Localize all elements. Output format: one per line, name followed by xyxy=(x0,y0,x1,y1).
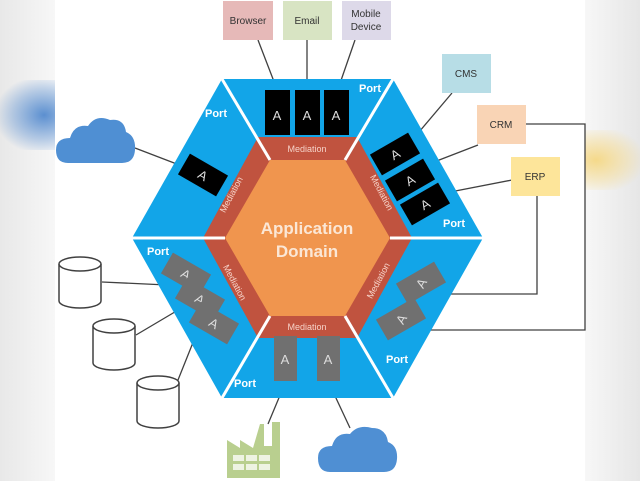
adapters-bottom: A A xyxy=(274,336,340,381)
adapter[interactable]: A xyxy=(295,90,320,135)
background-blob-right xyxy=(585,130,640,190)
core-label: Application Domain xyxy=(261,219,354,261)
port-label-bottom-left: Port xyxy=(234,378,256,390)
adapters-upper-right: A A A xyxy=(369,132,451,226)
client-email[interactable]: Email xyxy=(283,1,332,40)
adapter[interactable]: A xyxy=(399,182,451,226)
svg-text:A: A xyxy=(332,108,341,123)
adapter[interactable]: A xyxy=(274,336,297,381)
port-label-right-upper: Port xyxy=(443,218,465,230)
background-blob-left xyxy=(0,80,55,150)
svg-text:CRM: CRM xyxy=(490,120,513,131)
adapters-lower-right: A A xyxy=(375,261,447,341)
factory-icon xyxy=(227,422,280,478)
databases xyxy=(58,256,180,429)
database-icon xyxy=(92,318,136,371)
database-icon xyxy=(136,375,180,429)
cloud-icon xyxy=(318,426,398,472)
svg-text:A: A xyxy=(324,352,333,367)
port-label-left-lower: Port xyxy=(147,246,169,258)
svg-text:Device: Device xyxy=(351,22,382,33)
line-crm xyxy=(433,144,479,163)
svg-text:CMS: CMS xyxy=(455,69,478,80)
mediation-label-bottom: Mediation xyxy=(287,322,326,332)
system-cms[interactable]: CMS xyxy=(442,54,491,93)
svg-text:Mobile: Mobile xyxy=(351,9,381,20)
svg-text:A: A xyxy=(281,352,290,367)
port-labels: Port Port Port Port Port Port xyxy=(147,83,465,390)
core-hexagon xyxy=(225,160,390,316)
dividers xyxy=(132,78,483,399)
core-label-line1: Application xyxy=(261,219,354,238)
core-label-line2: Domain xyxy=(276,242,338,261)
client-browser[interactable]: Browser xyxy=(223,1,273,40)
database-icon xyxy=(58,256,102,309)
cloud-icon xyxy=(56,118,136,163)
adapter[interactable]: A xyxy=(375,297,427,341)
adapter[interactable]: A xyxy=(188,301,240,345)
adapter[interactable]: A xyxy=(324,90,349,135)
adapter[interactable]: A xyxy=(317,336,340,381)
line-cloud-left xyxy=(134,147,183,167)
svg-text:A: A xyxy=(303,108,312,123)
svg-text:A: A xyxy=(273,108,282,123)
port-label-top-right: Port xyxy=(359,83,381,95)
line-db1 xyxy=(101,281,168,286)
line-erp-return xyxy=(422,196,538,295)
system-crm[interactable]: CRM xyxy=(477,105,526,144)
adapters-top: A A A xyxy=(265,90,349,135)
port-label-right-lower: Port xyxy=(386,354,408,366)
background-blur-right xyxy=(585,0,640,481)
svg-text:Email: Email xyxy=(294,16,319,27)
adapter[interactable]: A xyxy=(395,261,447,305)
adapter[interactable]: A xyxy=(369,132,421,176)
system-erp[interactable]: ERP xyxy=(511,157,560,196)
adapters-lower-left: A A A xyxy=(160,252,240,345)
systems: CMS CRM ERP xyxy=(442,54,560,196)
mediation-label-top: Mediation xyxy=(287,144,326,154)
adapter[interactable]: A xyxy=(384,158,436,202)
adapter[interactable]: A xyxy=(265,90,290,135)
line-crm-return xyxy=(410,123,586,331)
adapter[interactable]: A xyxy=(177,153,229,197)
svg-text:ERP: ERP xyxy=(525,172,546,183)
port-label-top-left: Port xyxy=(205,108,227,120)
svg-text:Browser: Browser xyxy=(230,16,267,27)
